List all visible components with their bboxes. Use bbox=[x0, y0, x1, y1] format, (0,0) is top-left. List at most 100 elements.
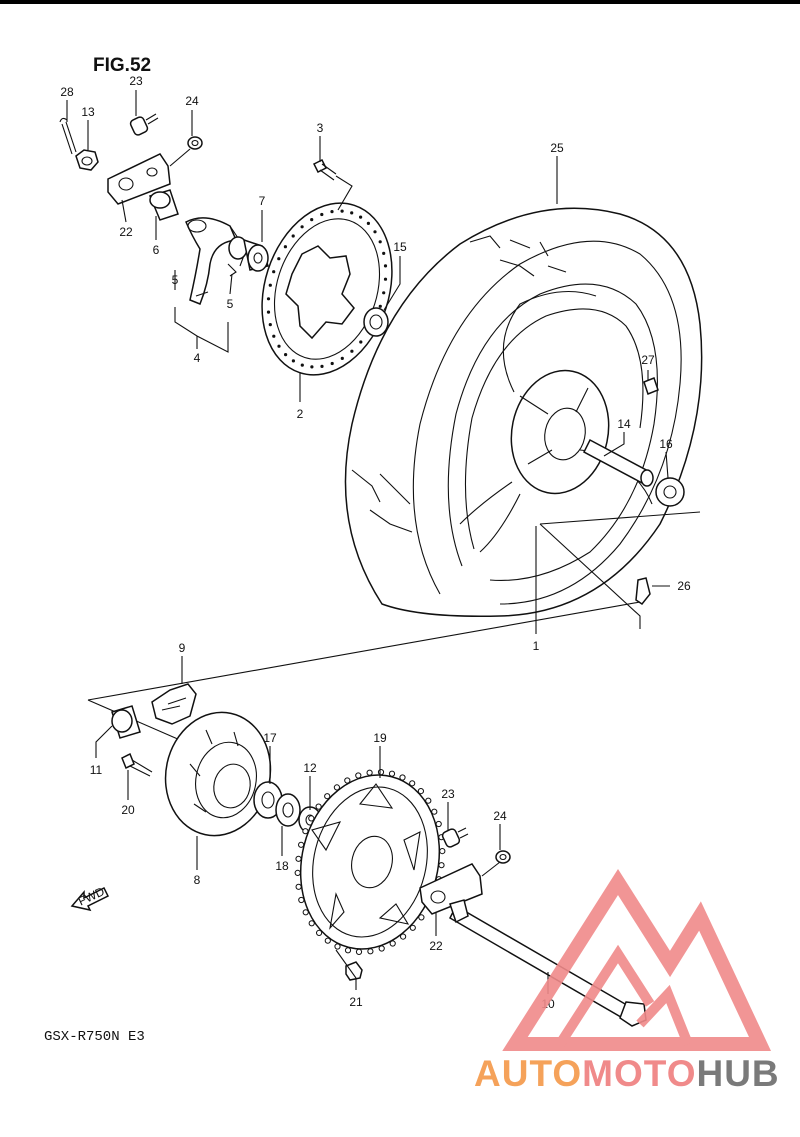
hub-spacer bbox=[111, 705, 141, 739]
axle-nut bbox=[75, 149, 99, 171]
sprocket-tooth bbox=[377, 769, 385, 776]
callout-9: 9 bbox=[179, 641, 186, 655]
disc-hole bbox=[283, 245, 287, 249]
callout-22: 22 bbox=[119, 225, 133, 239]
sprocket-tooth bbox=[418, 914, 425, 921]
disc-hole bbox=[340, 209, 344, 213]
callout-26: 26 bbox=[677, 579, 691, 593]
disc-hole bbox=[310, 218, 314, 222]
rear-axle bbox=[449, 899, 647, 1027]
washer bbox=[187, 136, 203, 150]
watermark-hub: HUB bbox=[696, 1053, 779, 1094]
sprocket-tooth bbox=[324, 937, 331, 944]
washer-lower bbox=[495, 850, 511, 864]
sprocket-tooth bbox=[435, 820, 442, 828]
sprocket-tooth bbox=[334, 943, 341, 950]
cush-damper bbox=[151, 683, 197, 725]
callout-24-lower: 24 bbox=[493, 809, 507, 823]
callout-22-lower: 22 bbox=[429, 939, 443, 953]
disc-hole bbox=[291, 359, 295, 363]
callout-19: 19 bbox=[373, 731, 387, 745]
sprocket-tooth bbox=[425, 797, 432, 804]
disc-hole bbox=[320, 212, 324, 217]
disc-hole bbox=[373, 230, 377, 234]
disc-hole bbox=[350, 349, 354, 353]
sprocket-tooth bbox=[388, 770, 396, 777]
model-label: GSX-R750N E3 bbox=[44, 1029, 145, 1045]
disc-hole bbox=[330, 210, 334, 214]
callout-25: 25 bbox=[550, 141, 564, 155]
callout-5-left: 5 bbox=[172, 273, 179, 287]
exploded-parts-diagram: FIG.52 bbox=[44, 55, 780, 1094]
callout-16: 16 bbox=[659, 437, 673, 451]
drum-seal bbox=[275, 793, 301, 827]
disc-hole bbox=[300, 225, 304, 229]
sprocket-tooth bbox=[378, 945, 385, 952]
rear-wheel-tire bbox=[344, 207, 703, 617]
sprocket-tooth bbox=[344, 947, 352, 954]
sprocket-tooth bbox=[366, 769, 373, 776]
callout-numbers: 28 23 13 24 22 6 7 5 5 4 3 15 2 25 27 14… bbox=[60, 74, 691, 1011]
disc-hole bbox=[272, 270, 276, 274]
disc-hole bbox=[300, 363, 304, 367]
disc-hole bbox=[320, 364, 324, 368]
callout-20: 20 bbox=[121, 803, 135, 817]
chain-adjuster-plate bbox=[107, 148, 191, 205]
disc-hole bbox=[277, 344, 281, 348]
sprocket-tooth bbox=[409, 780, 416, 787]
sprocket-tooth bbox=[438, 862, 445, 869]
disc-hole bbox=[383, 264, 388, 268]
disc-hole bbox=[268, 323, 272, 327]
sprocket-tooth bbox=[333, 784, 340, 791]
watermark-moto: MOTO bbox=[582, 1053, 696, 1094]
wheel-bearing bbox=[655, 477, 685, 507]
disc-hole bbox=[277, 257, 281, 261]
sprocket-tooth bbox=[417, 788, 424, 795]
sprocket-tooth bbox=[295, 883, 302, 890]
adjuster-bolt-lower bbox=[441, 827, 469, 848]
sprocket-tooth bbox=[298, 896, 305, 904]
callout-13: 13 bbox=[81, 105, 95, 119]
callout-18: 18 bbox=[275, 859, 289, 873]
disc-hole bbox=[378, 240, 382, 244]
collar bbox=[243, 238, 269, 272]
sprocket-bolt bbox=[121, 752, 153, 777]
sprocket-tooth bbox=[389, 940, 396, 947]
callout-27: 27 bbox=[641, 353, 655, 367]
callout-23: 23 bbox=[129, 74, 143, 88]
sprocket-tooth bbox=[298, 841, 305, 848]
disc-hole bbox=[359, 340, 363, 344]
automotohub-watermark-logo bbox=[502, 868, 772, 1051]
sprocket-tooth bbox=[315, 803, 322, 810]
disc-hole bbox=[350, 211, 354, 215]
callout-4: 4 bbox=[194, 351, 201, 365]
disc-hole bbox=[359, 215, 363, 219]
rear-sprocket bbox=[294, 769, 446, 956]
watermark-text: AUTOMOTOHUB bbox=[474, 1053, 780, 1094]
disc-hole bbox=[330, 361, 334, 366]
fwd-arrow-icon: FWD bbox=[70, 884, 110, 912]
sprocket-tooth bbox=[295, 855, 302, 862]
callout-11: 11 bbox=[90, 763, 103, 777]
callout-23-lower: 23 bbox=[441, 787, 455, 801]
sprocket-tooth bbox=[355, 948, 363, 956]
disc-bolt bbox=[312, 158, 337, 181]
sprocket-tooth bbox=[399, 774, 406, 781]
sprocket-tooth bbox=[294, 869, 301, 877]
disc-hole bbox=[272, 334, 276, 338]
disc-hole bbox=[382, 291, 386, 295]
balance-weight bbox=[643, 377, 659, 395]
sprocket-tooth bbox=[308, 920, 315, 927]
sprocket-tooth bbox=[439, 848, 446, 855]
sprocket-tooth bbox=[302, 828, 309, 835]
caliper-bracket bbox=[185, 217, 247, 305]
disc-hole bbox=[383, 277, 388, 281]
spacer bbox=[148, 189, 179, 221]
sprocket-tooth bbox=[409, 924, 416, 931]
disc-hole bbox=[310, 365, 314, 369]
callout-14: 14 bbox=[617, 417, 631, 431]
tire-valve bbox=[635, 577, 651, 606]
disc-hole bbox=[268, 283, 272, 287]
callout-6: 6 bbox=[153, 243, 160, 257]
